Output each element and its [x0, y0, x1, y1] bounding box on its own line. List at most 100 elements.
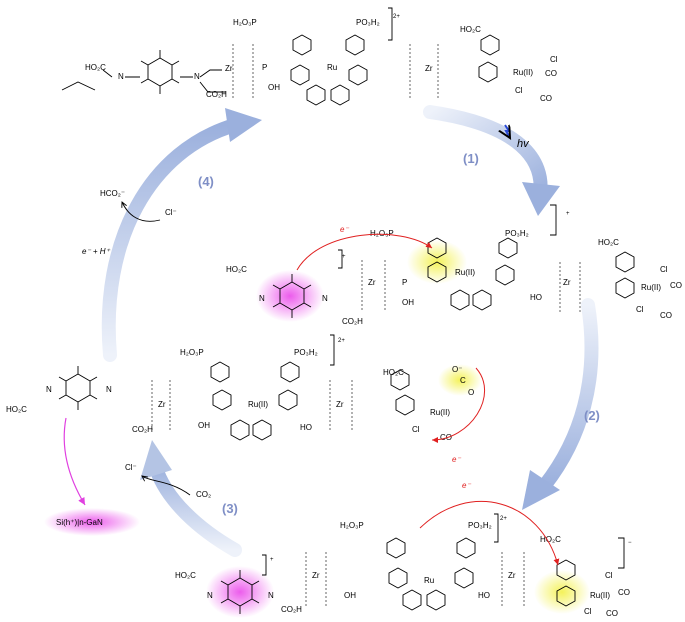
ho2c-top-right: HO₂C	[460, 25, 481, 34]
charge-s4-small: +	[270, 557, 274, 563]
atom-label: CO	[606, 609, 618, 618]
atom-label: HO₂C	[226, 265, 247, 274]
atom-label: OH	[198, 421, 210, 430]
si-gan-glow	[44, 508, 140, 536]
atom-label: HO₂C	[540, 535, 561, 544]
ru-glow-s4	[534, 570, 590, 614]
atom-label: HO	[478, 591, 490, 600]
magenta-arrow	[63, 417, 86, 506]
cycle-arrowhead-step3	[140, 440, 172, 480]
atom-label: Ru(II)	[455, 268, 475, 277]
si-gan-label: Si(h⁺)|n-GaN	[56, 518, 103, 527]
co2-glow-s3	[438, 364, 482, 396]
step-label-1: (1)	[463, 151, 479, 166]
e-h-label: e⁻ + H⁺	[82, 247, 111, 256]
atom-label: Zr	[336, 400, 344, 409]
co-top-b: CO	[540, 94, 552, 103]
atom-label: Ru(II)	[248, 400, 268, 409]
atom-label: HO₂C	[598, 238, 619, 247]
atom-label: C	[460, 376, 466, 385]
atom-label: Cl	[660, 265, 668, 274]
donor-glow-s1	[256, 270, 324, 322]
atom-label: CO	[670, 281, 682, 290]
cycle-arrow-step3	[148, 458, 242, 557]
atom-label: Ru	[424, 576, 434, 585]
complex-step4: HO₂C N N CO₂H + Zr OH H₂O₃P PO₃H₂ Ru 2+ …	[175, 481, 632, 618]
po3h2-top: PO₃H₂	[356, 18, 380, 27]
step-label-2: (2)	[584, 408, 600, 423]
cycle-arrowhead-step4	[225, 108, 262, 142]
atom-label: HO₂C	[6, 405, 27, 414]
cycle-arrowhead-step1	[522, 182, 560, 216]
charge-s4-right: −	[628, 540, 632, 546]
atom-label: O	[468, 388, 474, 397]
step4-side-reactions: HCO₂⁻ Cl⁻ e⁻ + H⁺	[82, 189, 177, 256]
charge-s1-small: +	[342, 254, 346, 260]
atom-label: N	[322, 294, 328, 303]
atom-label: OH	[402, 298, 414, 307]
atom-label: N	[207, 591, 213, 600]
atom-label: N	[268, 591, 274, 600]
cycle-arrow-step4	[101, 118, 242, 362]
e-label-s3: e⁻	[452, 455, 461, 464]
co-top-a: CO	[545, 69, 557, 78]
n-left: N	[118, 72, 124, 81]
atom-label: Zr	[312, 571, 320, 580]
e-transfer-arrow-s4	[419, 501, 560, 566]
atom-label: HO	[300, 423, 312, 432]
atom-label: O⁻	[452, 365, 462, 374]
ru-top: Ru	[327, 63, 337, 72]
complex-step3: HO₂C N N CO₂H Zr OH H₂O₃P PO₃H₂ Ru(II) 2…	[6, 334, 486, 464]
atom-label: Ru(II)	[430, 408, 450, 417]
cl-label-bottom: Cl⁻	[125, 463, 137, 472]
atom-label: Ru(II)	[641, 283, 661, 292]
atom-label: CO	[660, 311, 672, 320]
cycle-arrow-step1	[423, 105, 548, 202]
atom-label: HO	[530, 293, 542, 302]
zr-1: Zr	[225, 64, 233, 73]
atom-label: HO₂C	[175, 571, 196, 580]
atom-label: H₂O₃P	[180, 348, 204, 357]
atom-label: Zr	[368, 278, 376, 287]
atom-label: PO₃H₂	[294, 348, 318, 357]
ru-ii-top: Ru(II)	[513, 68, 533, 77]
e-transfer-arrow-s1	[296, 233, 433, 271]
charge-s4: 2+	[500, 516, 507, 522]
atom-label: N	[259, 294, 265, 303]
atom-label: P	[402, 278, 407, 287]
p-1: P	[262, 63, 267, 72]
atom-label: HO₂C	[383, 368, 404, 377]
cycle-arrow-step2	[538, 298, 599, 492]
cl-top-a: Cl	[550, 55, 558, 64]
atom-label: Cl	[412, 425, 420, 434]
donor-glow-s4	[206, 566, 274, 618]
charge-s1: +	[566, 211, 570, 217]
n-right: N	[194, 72, 200, 81]
co2-label: CO₂	[196, 490, 211, 499]
atom-label: CO₂H	[281, 605, 302, 614]
h2o3p-top: H₂O₃P	[233, 18, 257, 27]
atom-label: PO₃H₂	[468, 521, 492, 530]
atom-label: CO₂H	[342, 317, 363, 326]
atom-label: CO	[618, 588, 630, 597]
side-arrow-hco2	[122, 202, 161, 222]
light-input: hv	[505, 124, 530, 150]
ho2c-upper: HO₂C	[85, 63, 106, 72]
hv-label: hv	[517, 138, 530, 150]
atom-label: Cl	[605, 571, 613, 580]
atom-label: N	[106, 385, 112, 394]
cycle-arrowhead-step2	[522, 470, 560, 510]
atom-label: H₂O₃P	[340, 521, 364, 530]
zr-2: Zr	[425, 64, 433, 73]
step3-side-reactions: Cl⁻ CO₂ Si(h⁺)|n-GaN	[44, 417, 211, 536]
e-transfer-arrow-s3	[431, 367, 486, 443]
cl-label-top: Cl⁻	[165, 208, 177, 217]
complex-step1: HO₂C N N CO₂H + Zr P OH H₂O₃P PO₃H₂ Ru(I…	[226, 204, 682, 326]
charge-s3: 2+	[338, 338, 345, 344]
oh-1: OH	[268, 83, 280, 92]
side-arrow-co2	[142, 476, 191, 496]
step-label-4: (4)	[198, 174, 214, 189]
co2h-top: CO₂H	[206, 90, 227, 99]
step-label-3: (3)	[222, 501, 238, 516]
atom-label: Ru(II)	[590, 591, 610, 600]
